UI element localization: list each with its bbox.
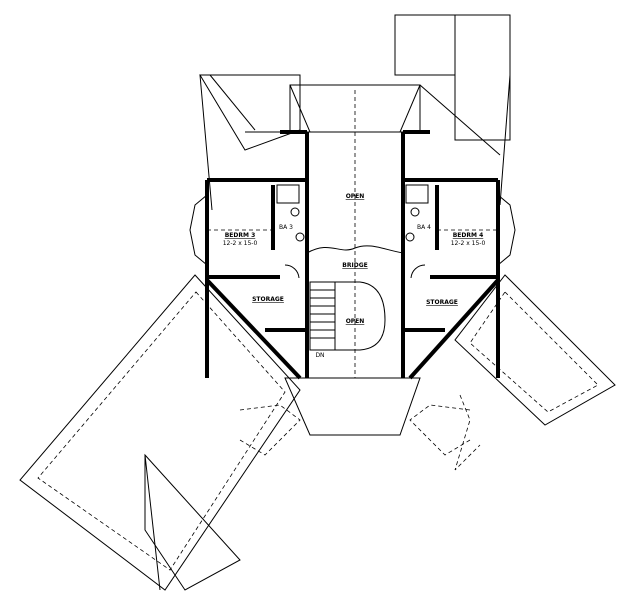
label-storage-left: STORAGE xyxy=(252,296,284,303)
label-stair-down: DN xyxy=(315,352,324,359)
label-storage-right: STORAGE xyxy=(426,299,458,306)
label-bedroom4: BEDRM 4 xyxy=(453,232,484,239)
left-wing xyxy=(189,130,308,380)
label-bath3: BA 3 xyxy=(279,224,293,231)
stair xyxy=(309,281,336,351)
entry-porch xyxy=(239,377,471,456)
label-bath4: BA 4 xyxy=(417,224,431,231)
label-open-stair: OPEN xyxy=(346,318,365,325)
right-wing xyxy=(403,130,516,380)
central-hall xyxy=(305,90,405,379)
label-bedroom4-size: 12-2 x 15-0 xyxy=(451,240,486,247)
roof-outlines xyxy=(199,14,511,211)
left-garage-wing xyxy=(19,274,301,591)
label-open-upper: OPEN xyxy=(346,193,365,200)
label-bedroom3: BEDRM 3 xyxy=(225,232,256,239)
label-bedroom3-size: 12-2 x 15-0 xyxy=(223,240,258,247)
label-bridge: BRIDGE xyxy=(342,262,367,269)
right-garage-wing xyxy=(454,274,616,471)
